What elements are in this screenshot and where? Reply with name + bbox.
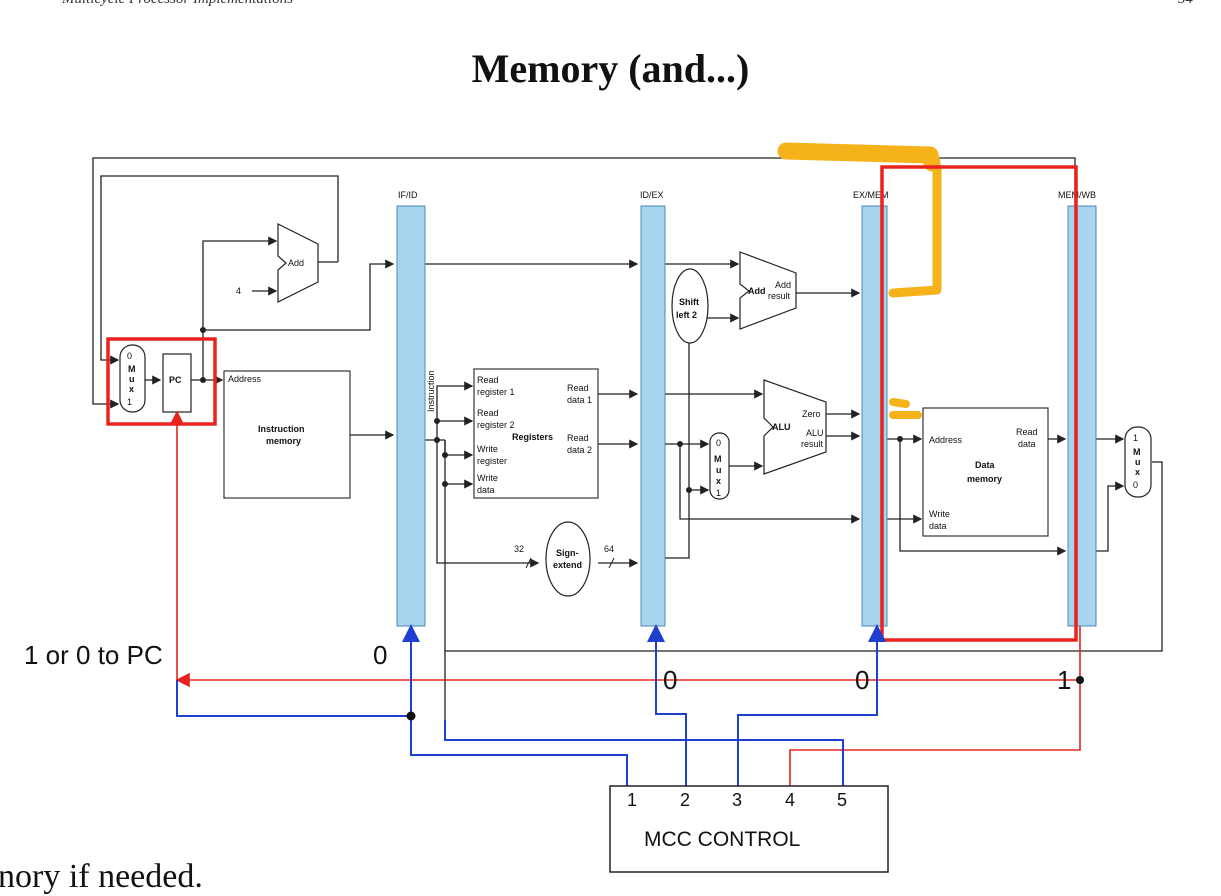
running-header: Multicycle Processor Implementations [62, 0, 293, 8]
registers-label: Registers [512, 432, 553, 442]
write-reg-b: register [477, 456, 507, 466]
ifid-label: IF/ID [398, 190, 418, 200]
pc-mux-in1: 1 [127, 397, 132, 407]
dm-address-label: Address [929, 435, 963, 445]
pc-highlight-box [106, 337, 217, 426]
memwb-control-value: 1 [1057, 665, 1072, 695]
red-line-junction [1076, 676, 1084, 684]
exmem-label: EX/MEM [853, 190, 889, 200]
read-data2-a: Read [567, 433, 589, 443]
writeback-mux [1124, 426, 1152, 498]
alu [763, 379, 827, 475]
alu-mux-x: x [716, 476, 721, 486]
pc-mux [119, 344, 146, 413]
red-control-lines [169, 410, 1081, 786]
write-data-b: data [477, 485, 495, 495]
wb-mux-in1: 1 [1133, 433, 1138, 443]
control-port-1: 1 [627, 790, 637, 810]
alu-mux-in0: 0 [716, 438, 721, 448]
control-port-3: 3 [732, 790, 742, 810]
read-data2-b: data 2 [567, 445, 592, 455]
blue-control-lines [176, 624, 886, 786]
pc-mux-x: x [129, 384, 134, 394]
read-reg1-a: Read [477, 375, 499, 385]
alu-zero-label: Zero [802, 409, 821, 419]
read-reg2-a: Read [477, 408, 499, 418]
instruction-memory [223, 370, 351, 499]
pc-adder [277, 223, 319, 303]
pc-label: PC [169, 375, 182, 385]
read-reg2-b: register 2 [477, 420, 515, 430]
alu-src-mux [709, 432, 730, 500]
control-port-5: 5 [837, 790, 847, 810]
dm-read-a: Read [1016, 427, 1038, 437]
bits-32: 32 [514, 544, 524, 554]
alu-result-b: result [801, 439, 824, 449]
ifid-control-value: 0 [373, 640, 388, 670]
pc-mux-m: M [128, 364, 136, 374]
wb-mux-in0: 0 [1133, 480, 1138, 490]
register-file [473, 368, 599, 499]
wb-mux-u: u [1135, 457, 1141, 467]
read-reg1-b: register 1 [477, 387, 515, 397]
control-port-2: 2 [680, 790, 690, 810]
write-reg-a: Write [477, 444, 498, 454]
instruction-label: Instruction [426, 370, 436, 412]
slide-title: Memory (and...) [471, 46, 750, 91]
dm-label-a: Data [975, 460, 996, 470]
sign-extend-b: extend [553, 560, 582, 570]
wire-junctions [200, 327, 903, 493]
alu-mux-in1: 1 [716, 488, 721, 498]
sign-extend-unit [545, 521, 591, 597]
footer-text: nory if needed. [0, 858, 203, 895]
alu-label: ALU [772, 422, 791, 432]
dm-write-a: Write [929, 509, 950, 519]
alu-mux-u: u [716, 465, 722, 475]
data-memory [922, 407, 1049, 537]
bits-64: 64 [604, 544, 614, 554]
alu-mux-m: M [714, 454, 722, 464]
exmem-control-value: 0 [855, 665, 870, 695]
pipeline-registers [396, 205, 1097, 627]
add-result-b: result [768, 291, 791, 301]
pc-adder-label: Add [288, 258, 304, 268]
page-number: 54 [1178, 0, 1193, 8]
im-address-label: Address [228, 374, 262, 384]
dm-read-b: data [1018, 439, 1036, 449]
pc-mux-in0: 0 [127, 351, 132, 361]
read-data1-b: data 1 [567, 395, 592, 405]
im-label-line2: memory [266, 436, 301, 446]
im-label-line1: Instruction [258, 424, 305, 434]
alu-result-a: ALU [806, 428, 824, 438]
shift-left-a: Shift [679, 297, 699, 307]
pc-note-label: 1 or 0 to PC [24, 640, 163, 670]
memory-stage-highlight-box [880, 165, 1078, 642]
shift-left-unit [671, 268, 709, 344]
sign-extend-a: Sign- [556, 548, 579, 558]
blue-line-junction [406, 711, 416, 721]
pc-mux-u: u [129, 374, 135, 384]
wb-mux-x: x [1135, 467, 1140, 477]
shift-left-b: left 2 [676, 310, 697, 320]
control-port-4: 4 [785, 790, 795, 810]
wb-mux-m: M [1133, 447, 1141, 457]
write-data-a: Write [477, 473, 498, 483]
dm-write-b: data [929, 521, 947, 531]
add-result-a: Add [775, 280, 791, 290]
idex-control-value: 0 [663, 665, 678, 695]
branch-adder-label: Add [748, 286, 766, 296]
branch-adder [739, 251, 797, 330]
idex-label: ID/EX [640, 190, 664, 200]
read-data1-a: Read [567, 383, 589, 393]
control-label: MCC CONTROL [644, 828, 800, 851]
dm-label-b: memory [967, 474, 1002, 484]
constant-four: 4 [236, 286, 241, 296]
mcc-control-unit [609, 785, 889, 873]
